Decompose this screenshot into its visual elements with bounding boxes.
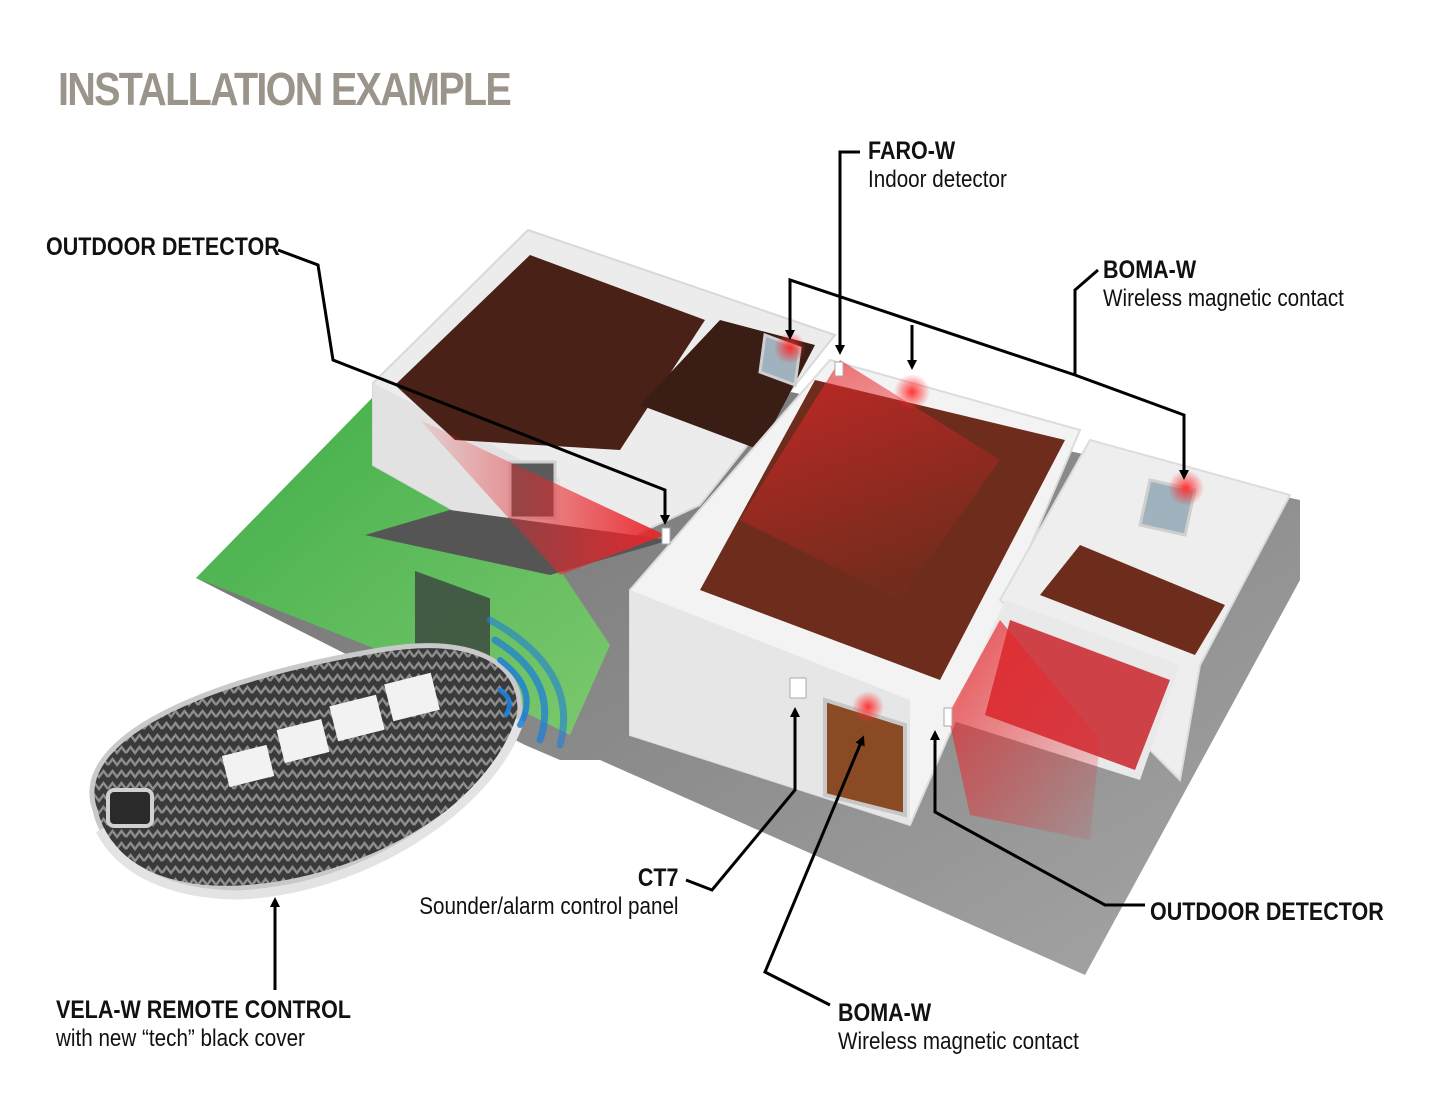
leader-boma-w-top [1073, 268, 1099, 375]
detection-cone-garage [948, 620, 1100, 840]
leader-outdoor-detector-right [930, 730, 1145, 907]
leader-boma-w-bottom [763, 735, 865, 1007]
label-outdoor-detector-left: OUTDOOR DETECTOR [46, 233, 318, 262]
detection-cone-living [740, 360, 1000, 600]
label-name: BOMA-W [1103, 256, 1197, 284]
page-title: INSTALLATION EXAMPLE [58, 63, 512, 115]
label-desc: Wireless magnetic contact [1103, 284, 1344, 312]
sensor-glow-skylight [1168, 470, 1204, 506]
label-faro-w: FARO-W Indoor detector [868, 137, 1029, 193]
sensor-glow-door-top [894, 374, 930, 410]
outdoor-detector-device-left [661, 527, 671, 545]
remote-keyring-slot [106, 788, 154, 828]
floor-bedroom [395, 255, 705, 450]
label-desc: Sounder/alarm control panel [419, 892, 679, 920]
label-ct7: CT7 Sounder/alarm control panel [377, 864, 679, 920]
remote-button-2 [276, 718, 330, 764]
leader-boma-w-top-c [1074, 373, 1189, 480]
leader-faro-w [835, 150, 860, 355]
label-name: CT7 [638, 864, 679, 892]
label-boma-w-bottom: BOMA-W Wireless magnetic contact [838, 999, 1118, 1055]
signal-waves [486, 616, 568, 749]
remote-button-4 [384, 672, 440, 722]
sensor-glow-front-door [852, 691, 884, 723]
leader-outdoor-detector-left [277, 248, 670, 525]
label-desc: Indoor detector [868, 165, 1007, 193]
label-name: BOMA-W [838, 999, 932, 1027]
label-desc: with new “tech” black cover [56, 1024, 305, 1052]
label-name: VELA-W REMOTE CONTROL [56, 996, 352, 1024]
floor-right-room [1040, 545, 1225, 655]
label-desc: Wireless magnetic contact [838, 1027, 1079, 1055]
remote-button-1 [221, 744, 275, 788]
remote-control [89, 643, 525, 900]
faro-w-device [834, 361, 844, 377]
sensor-glow-window [774, 332, 806, 364]
remote-button-3 [329, 694, 385, 742]
label-outdoor-detector-right: OUTDOOR DETECTOR [1150, 898, 1422, 927]
label-name: OUTDOOR DETECTOR [1150, 898, 1384, 926]
label-name: FARO-W [868, 137, 956, 165]
leader-boma-w-top-a [785, 277, 1076, 377]
label-name: OUTDOOR DETECTOR [46, 233, 280, 261]
outdoor-detector-device-right [943, 707, 953, 727]
leader-ct7 [685, 707, 800, 892]
ct7-panel [789, 677, 807, 699]
detection-cone-left [420, 420, 665, 575]
label-vela-w: VELA-W REMOTE CONTROL with new “tech” bl… [56, 996, 399, 1052]
label-boma-w-top: BOMA-W Wireless magnetic contact [1103, 256, 1383, 312]
